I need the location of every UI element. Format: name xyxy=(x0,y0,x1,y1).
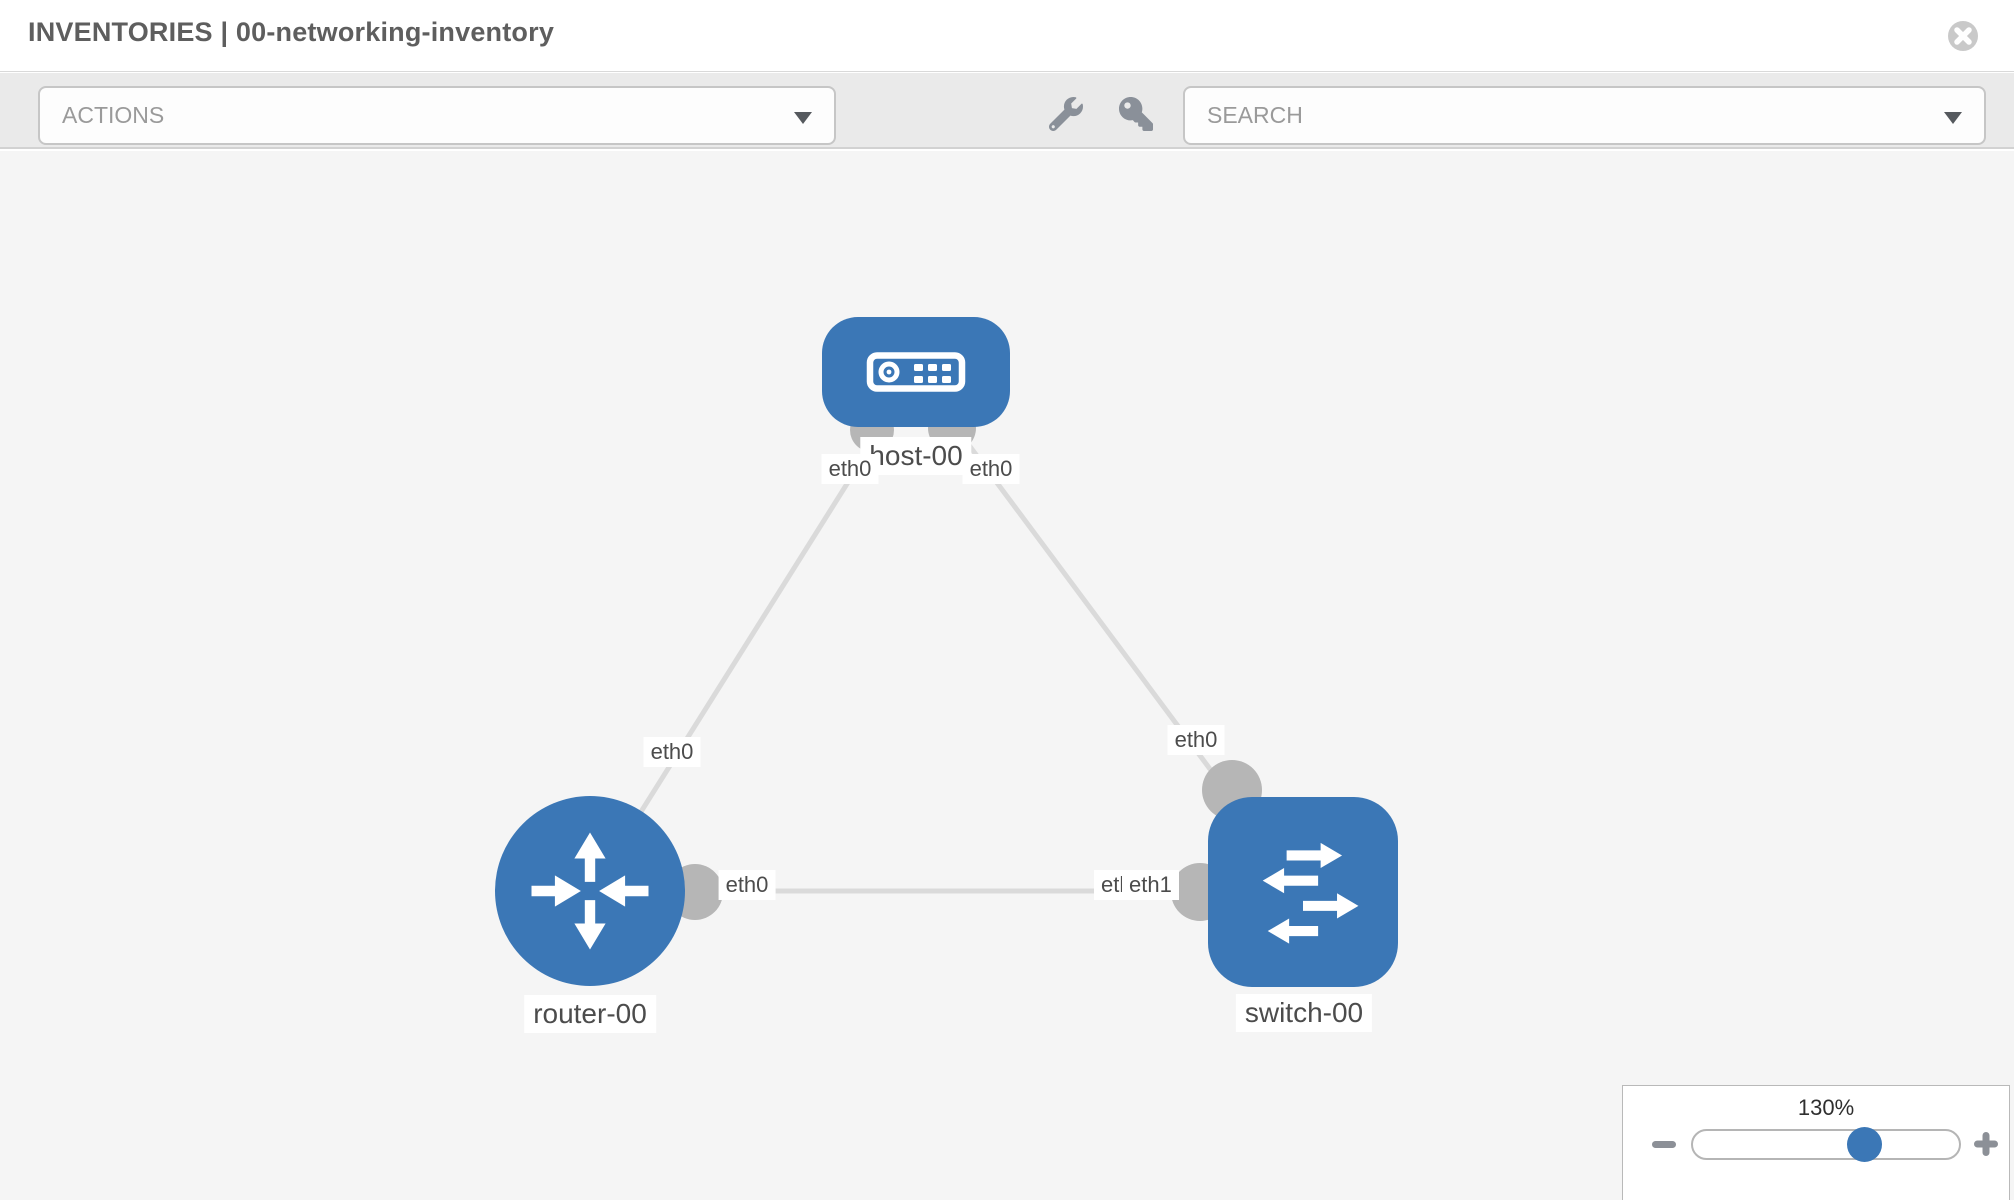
iface-label-switch-top-eth0: eth0 xyxy=(1167,725,1225,755)
close-button[interactable] xyxy=(1946,19,1980,53)
search-dropdown[interactable]: SEARCH xyxy=(1183,86,1986,145)
caret-down-icon xyxy=(794,112,812,124)
zoom-panel: 130% xyxy=(1622,1085,2010,1200)
links-layer xyxy=(587,372,1306,921)
page-title: INVENTORIES | 00-networking-inventory xyxy=(28,17,555,47)
node-label-router: router-00 xyxy=(524,995,656,1033)
node-switch-00[interactable] xyxy=(1208,797,1398,987)
node-label-switch: switch-00 xyxy=(1235,994,1373,1032)
actions-dropdown[interactable]: ACTIONS xyxy=(38,86,836,145)
router-icon xyxy=(531,832,649,950)
zoom-in-icon xyxy=(1974,1132,1998,1156)
close-icon xyxy=(1948,21,1978,51)
caret-down-icon xyxy=(1944,112,1962,124)
iface-label-host-eth0-right: eth0 xyxy=(962,454,1020,484)
switch-icon xyxy=(1262,842,1359,944)
zoom-out-icon xyxy=(1652,1141,1676,1148)
header-bar: INVENTORIES | 00-networking-inventory xyxy=(0,0,2014,72)
zoom-out-button[interactable] xyxy=(1651,1137,1677,1156)
iface-label-router-link-eth0: eth0 xyxy=(643,737,701,767)
node-host-00[interactable] xyxy=(822,317,1010,427)
search-dropdown-label: SEARCH xyxy=(1207,102,1303,128)
wrench-icon xyxy=(1048,96,1083,132)
actions-dropdown-label: ACTIONS xyxy=(62,102,165,128)
host-icon xyxy=(866,352,966,392)
iface-label-switch-eth1: eth1 xyxy=(1122,870,1179,900)
zoom-slider-thumb[interactable] xyxy=(1847,1127,1882,1162)
zoom-slider-track[interactable] xyxy=(1691,1127,1961,1162)
key-icon xyxy=(1119,97,1153,131)
iface-label-router-eth0: eth0 xyxy=(718,870,776,900)
node-label-host: host-00 xyxy=(860,437,972,475)
credentials-button[interactable] xyxy=(1119,97,1153,131)
zoom-in-button[interactable] xyxy=(1973,1131,1999,1162)
toolbar: ACTIONS SEARCH xyxy=(0,73,2014,149)
iface-label-host-eth0-left: eth0 xyxy=(821,454,879,484)
configure-button[interactable] xyxy=(1048,96,1083,132)
zoom-level: 130% xyxy=(1797,1095,1855,1120)
topology-canvas[interactable]: host-00 router-00 switch-00 eth0 eth0 et… xyxy=(0,151,2014,1200)
node-router-00[interactable] xyxy=(495,796,685,986)
